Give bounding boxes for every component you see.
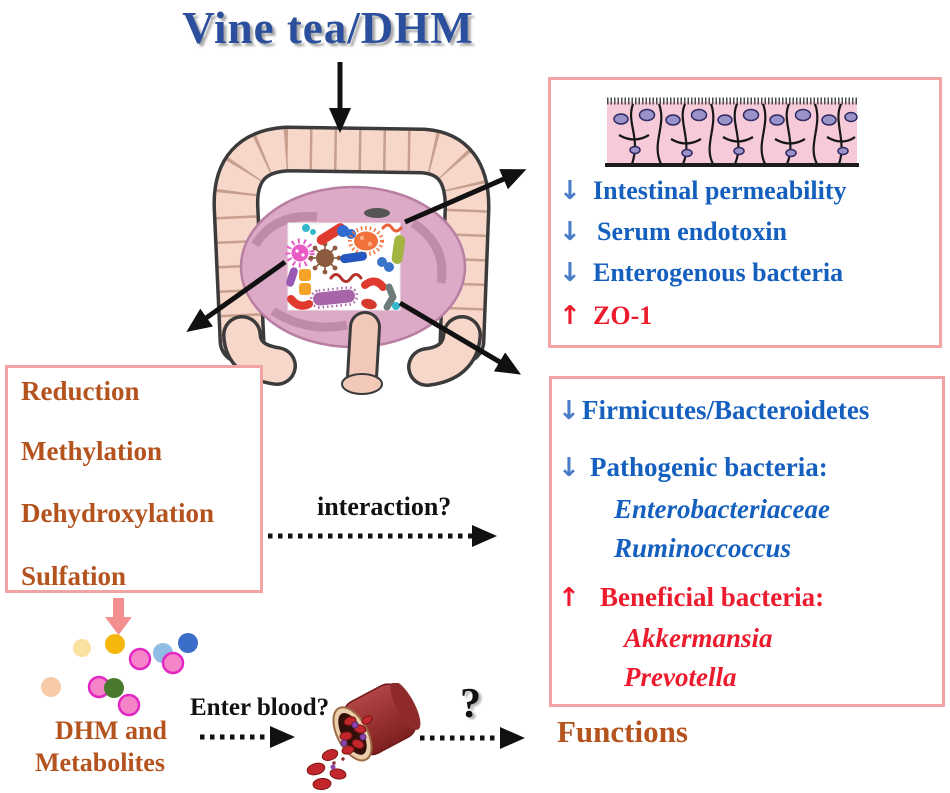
taxon-label: Akkermansia xyxy=(624,623,773,653)
interaction-label: interaction? xyxy=(317,492,452,521)
metabolite-dot xyxy=(117,693,141,717)
metabolism-item: Reduction xyxy=(21,376,140,406)
gut-barrier-box: ↓ Intestinal permeability ↓ Serum endoto… xyxy=(548,77,942,348)
microbiota-box: ↓ Firmicutes/Bacteroidetes ↓ Pathogenic … xyxy=(549,376,945,707)
metabolism-item: Dehydroxylation xyxy=(21,498,215,528)
effect-label: Pathogenic bacteria: xyxy=(590,452,828,482)
question-mark-label: ? xyxy=(460,681,481,727)
metabolites-label-line1: DHM and xyxy=(55,716,167,745)
down-arrow-icon: ↓ xyxy=(559,217,581,247)
metabolite-dot xyxy=(178,633,198,653)
effect-label: Intestinal permeability xyxy=(593,176,847,205)
metabolite-dot xyxy=(73,639,91,657)
enter-blood-label: Enter blood? xyxy=(190,694,330,721)
gut-microbes-panel xyxy=(285,222,406,311)
metabolite-dot xyxy=(161,651,185,675)
rectum xyxy=(341,311,383,395)
up-arrow-icon: ↑ xyxy=(558,583,580,613)
taxon-label: Prevotella xyxy=(624,662,737,692)
gut-illustration xyxy=(212,125,491,395)
metabolite-dot xyxy=(104,678,124,698)
metabolism-item: Sulfation xyxy=(21,561,127,591)
up-arrow-icon: ↑ xyxy=(559,301,581,331)
blood-vessel-illustration xyxy=(306,683,421,791)
metabolite-dots xyxy=(41,633,198,717)
metabolism-item: Methylation xyxy=(21,436,162,466)
effect-label: ZO-1 xyxy=(593,301,653,330)
effect-label: Enterogenous bacteria xyxy=(593,258,844,287)
effect-label: Beneficial bacteria: xyxy=(600,582,825,612)
functions-label: Functions xyxy=(557,714,688,749)
down-arrow-icon: ↓ xyxy=(558,396,580,426)
metabolite-dot xyxy=(105,634,125,654)
effect-label: Serum endotoxin xyxy=(597,217,787,246)
taxon-label: Ruminoccoccus xyxy=(614,533,792,563)
metabolite-dot xyxy=(41,677,61,697)
intestinal-epithelium-illustration xyxy=(605,97,859,167)
down-arrow-icon: ↓ xyxy=(559,176,581,206)
red-blood-cells xyxy=(306,715,373,791)
pink-arrow-icon xyxy=(105,598,132,635)
effect-label: Firmicutes/Bacteroidetes xyxy=(582,395,870,425)
metabolite-dot xyxy=(153,643,173,663)
down-arrow-icon: ↓ xyxy=(558,453,580,483)
metabolite-dot xyxy=(128,647,152,671)
down-arrow-icon: ↓ xyxy=(559,258,581,288)
metabolites-label-line2: Metabolites xyxy=(35,748,165,777)
metabolite-dot xyxy=(87,675,111,699)
metabolism-box: Reduction Methylation Dehydroxylation Su… xyxy=(5,365,263,593)
microbe-shapes xyxy=(285,223,406,311)
figure-title: Vine tea/DHM xyxy=(182,3,474,53)
taxon-label: Enterobacteriaceae xyxy=(614,494,830,524)
